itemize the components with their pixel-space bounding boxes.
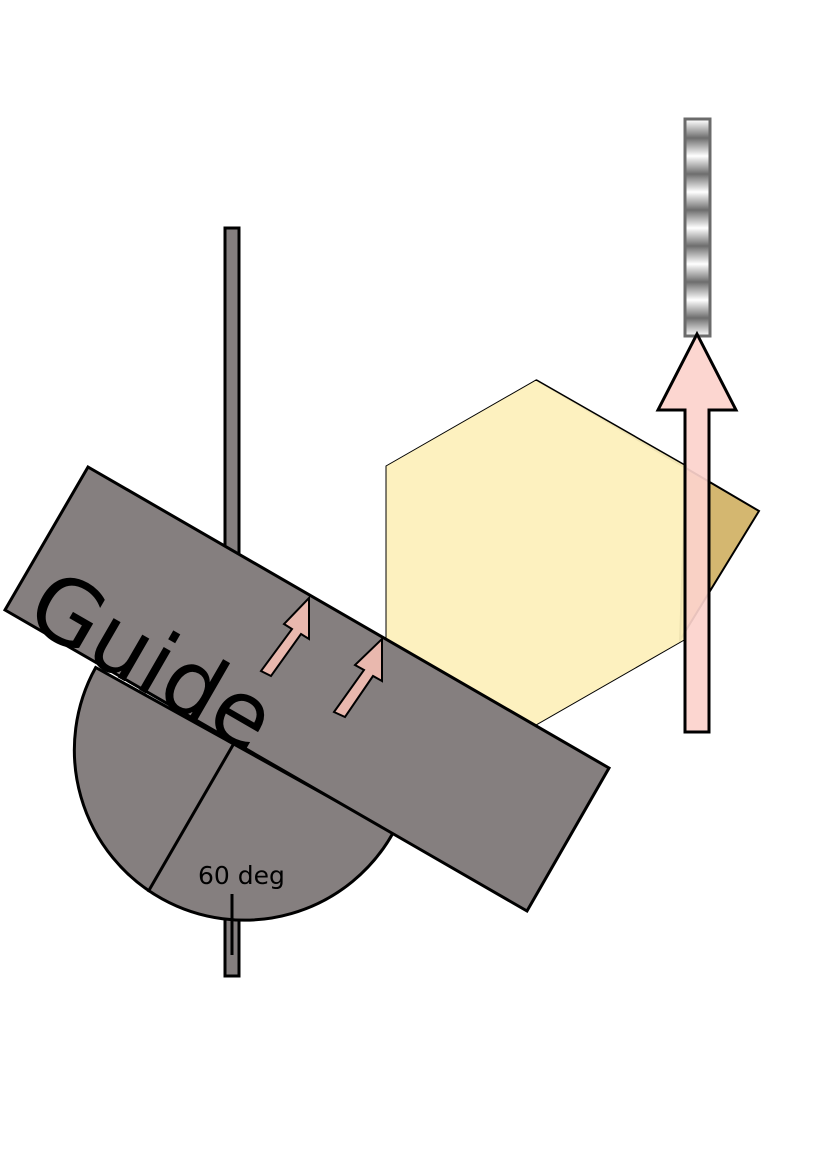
ruler-strip <box>683 117 712 338</box>
protractor-semicircle <box>72 665 396 922</box>
angle-label: 60 deg <box>198 861 285 890</box>
small-arrow-left <box>259 595 310 678</box>
guide-bar <box>2 464 612 914</box>
protractor-angle-line <box>146 744 235 893</box>
big-up-arrow <box>655 330 739 734</box>
small-arrow-right <box>332 636 383 719</box>
